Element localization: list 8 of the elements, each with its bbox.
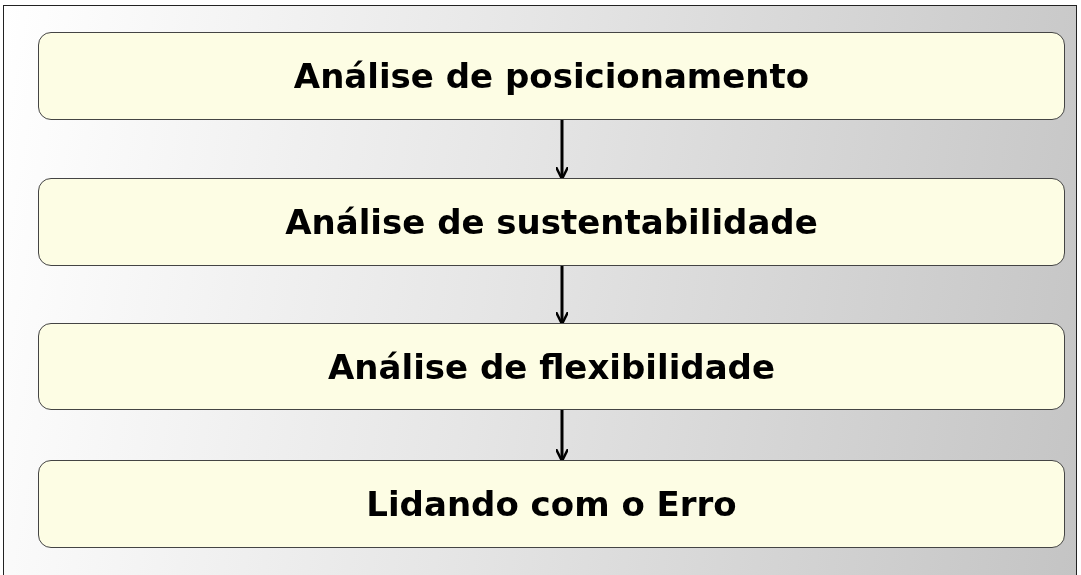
process-box (38, 178, 1065, 266)
box-label: Lidando com o Erro (366, 484, 737, 524)
box-label: Análise de posicionamento (293, 56, 810, 96)
box-label: Análise de sustentabilidade (285, 202, 818, 242)
box-label: Análise de flexibilidade (328, 346, 775, 387)
process-box (38, 32, 1065, 120)
process-box (38, 323, 1065, 410)
process-box (38, 460, 1065, 548)
